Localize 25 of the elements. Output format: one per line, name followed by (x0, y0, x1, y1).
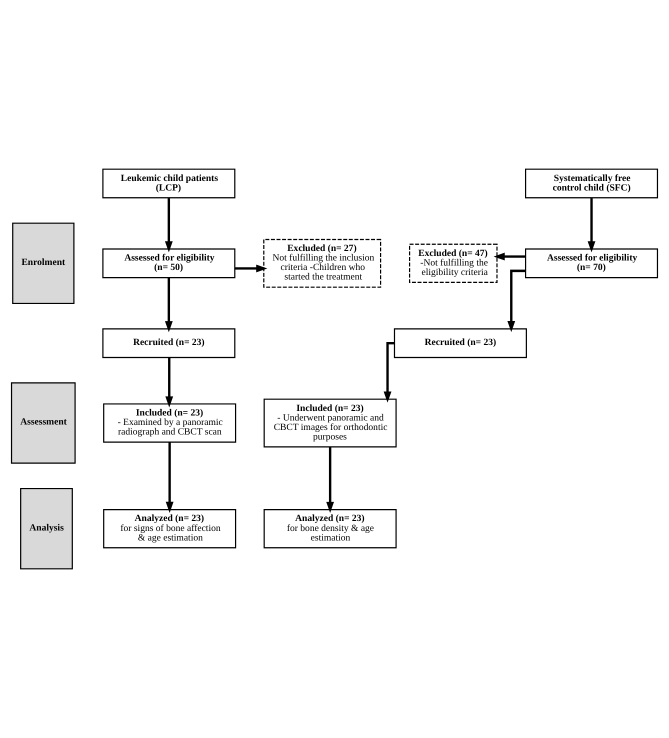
node-box: Recruited (n= 23) (394, 328, 527, 358)
node-box: Assessed for eligibility (n= 70) (524, 248, 658, 278)
node-box: Assessed for eligibility (n= 50) (102, 248, 236, 278)
node-box: Included (n= 23) - Examined by a panoramic radiograph and CBCT scan (103, 403, 236, 443)
arrow (326, 447, 334, 513)
node-box: Analysis (20, 488, 73, 570)
arrow (234, 264, 268, 272)
arrow (588, 198, 596, 252)
arrow (166, 442, 174, 513)
node-box: Analyzed (n= 23) for bone density & age estimation (264, 509, 397, 548)
node-box: Excluded (n= 27) Not fulfilling the inclusion criteria -Children who started the treatment (263, 238, 382, 288)
node-box: Enrolment (12, 222, 74, 304)
arrow (507, 270, 526, 332)
arrow (384, 342, 394, 403)
arrow (164, 198, 173, 252)
node-box: Systematically free control child (SFC) (524, 168, 658, 198)
arrow (494, 252, 526, 260)
arrow (165, 358, 174, 408)
node-box: Assessment (10, 382, 76, 464)
node-box: Recruited (n= 23) (102, 328, 236, 358)
node-box: Analyzed (n= 23) for signs of bone affection & age estimation (103, 509, 236, 548)
node-box: Excluded (n= 47) -Not fulfilling the eligibility criteria (408, 244, 498, 283)
node-box: Included (n= 23) - Underwent panoramic and CBCT images for orthodontic purposes (264, 398, 397, 448)
node-box: Leukemic child patients (LCP) (102, 168, 236, 198)
arrow (164, 278, 173, 332)
